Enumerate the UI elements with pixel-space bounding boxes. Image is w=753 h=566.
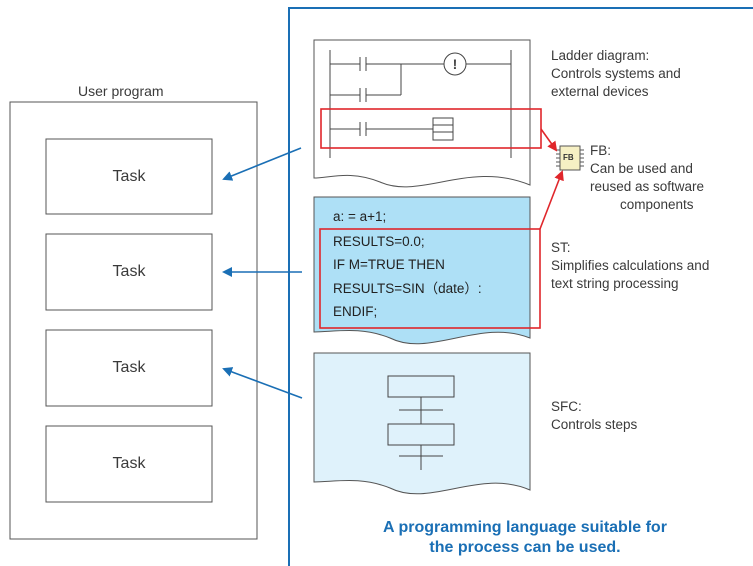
sfc-diagram	[387, 375, 455, 470]
fb-title: FB:	[590, 143, 612, 158]
ladder-desc-1: Controls systems and	[551, 66, 681, 81]
sfc-desc: Controls steps	[551, 417, 638, 432]
fb-desc-2: reused as software	[590, 179, 705, 194]
ladder-title: Ladder diagram:	[551, 48, 650, 63]
task-box-4	[45, 425, 213, 503]
task-label: Task	[112, 167, 146, 185]
ladder-to-task-arrow	[222, 147, 302, 181]
sfc-to-task-arrow	[222, 367, 303, 399]
st-code-line-4: RESULTS=SIN（date）:	[333, 281, 482, 296]
languages-panel-border	[288, 7, 753, 566]
st-sheet	[313, 196, 531, 345]
sfc-sheet	[313, 352, 531, 495]
task-item-3: Task	[46, 330, 212, 406]
sfc-title: SFC:	[551, 399, 582, 414]
st-code-line-1: a: = a+1;	[333, 209, 387, 224]
ladder-diagram	[329, 50, 512, 158]
fb-desc-3: components	[620, 197, 694, 212]
task-label: Task	[112, 455, 146, 472]
footer-line-2: the process can be used.	[429, 539, 621, 556]
footer-line-1: A programming language suitable for	[383, 519, 667, 536]
st-code-line-2: RESULTS=0.0;	[333, 234, 425, 249]
task-box-1	[45, 138, 213, 215]
task-box-3	[45, 329, 213, 407]
fb-icon-label: FB	[563, 153, 574, 162]
st-code-line-5: ENDIF;	[333, 304, 378, 319]
fb-desc-1: Can be used and	[590, 161, 693, 176]
task-item-1: Task	[46, 139, 212, 214]
task-box-2	[45, 233, 213, 311]
ladder-sheet	[313, 39, 531, 188]
st-to-fb-arrow	[539, 170, 564, 230]
user-program-title: User program	[78, 83, 164, 99]
st-desc-2: text string processing	[551, 276, 679, 291]
coil-exclamation: !	[453, 56, 458, 72]
task-label: Task	[112, 263, 146, 280]
ladder-desc-2: external devices	[551, 84, 649, 99]
ladder-to-fb-arrow	[540, 128, 558, 152]
task-item-4: Task	[46, 426, 212, 502]
st-code-highlight	[319, 228, 541, 329]
ladder-fb-highlight	[320, 108, 542, 149]
task-label: Task	[112, 359, 146, 376]
fb-icon	[556, 145, 584, 171]
st-title: ST:	[551, 240, 571, 255]
task-item-2: Task	[46, 234, 212, 310]
st-code-line-3: IF M=TRUE THEN	[333, 257, 445, 272]
st-desc-1: Simplifies calculations and	[551, 258, 710, 273]
